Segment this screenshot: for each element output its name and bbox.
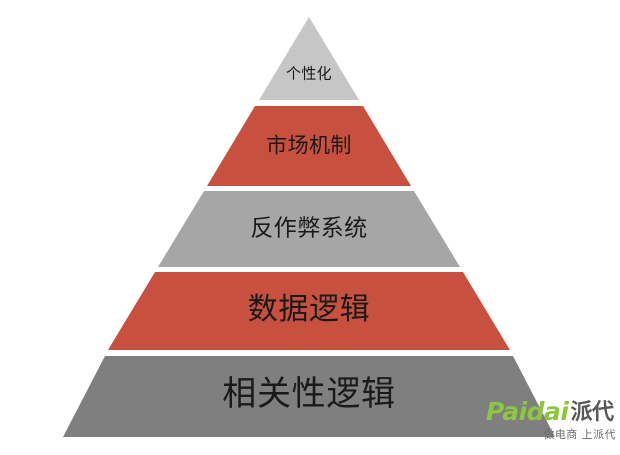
watermark-brand-latin: Paidai: [486, 397, 569, 427]
watermark-tagline: 做电商 上派代: [543, 428, 616, 441]
pyramid-tier-1-shape: [259, 17, 359, 100]
pyramid-tier-4-shape: [108, 272, 510, 350]
watermark-brand-row: Paidai 派代: [486, 398, 616, 424]
pyramid-tier-5-shape: [63, 356, 555, 437]
paidai-watermark: Paidai 派代 做电商 上派代: [486, 398, 616, 446]
pyramid-tier-2-shape: [207, 106, 411, 186]
watermark-brand-chinese: 派代: [570, 400, 615, 425]
pyramid-tier-3-shape: [158, 191, 460, 267]
